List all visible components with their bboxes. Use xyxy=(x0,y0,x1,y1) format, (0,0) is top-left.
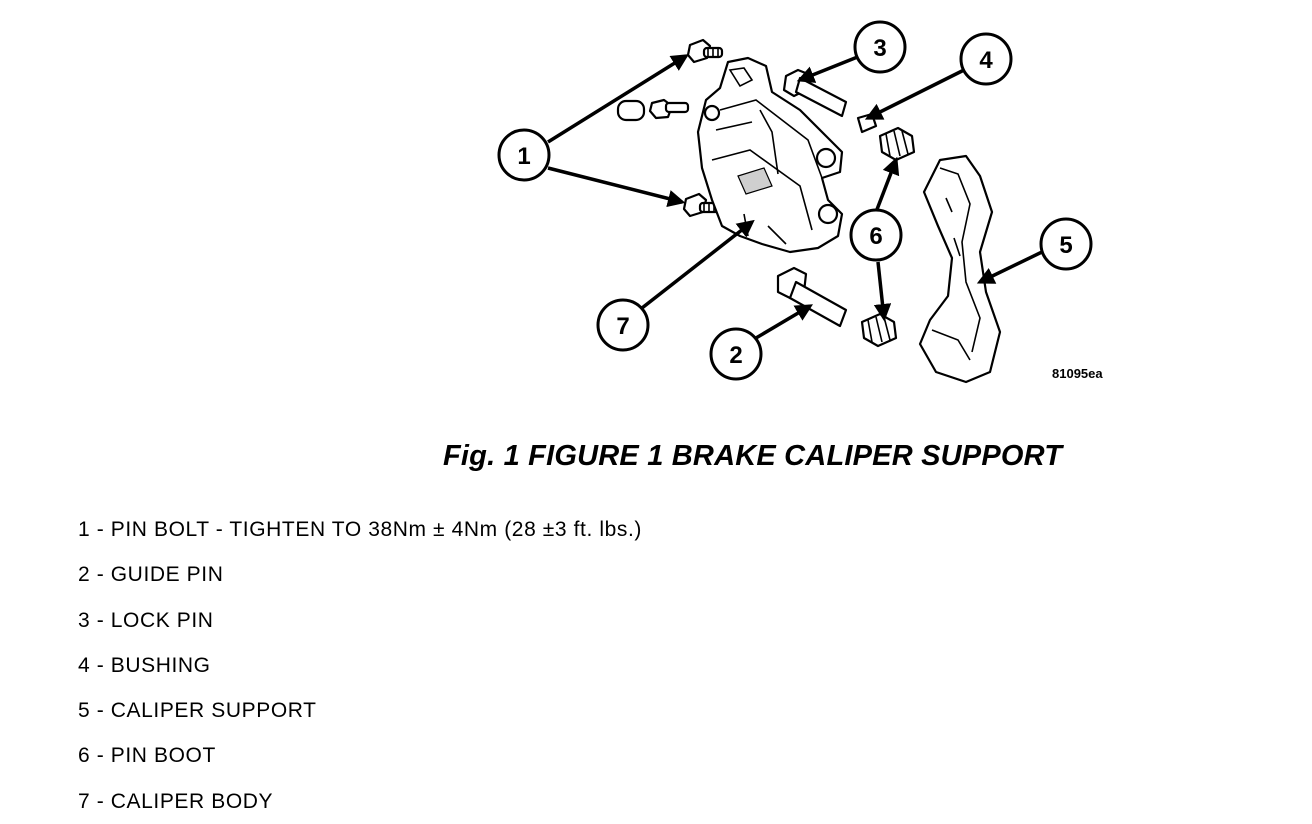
leader-lines xyxy=(547,54,1043,340)
legend-item: 3 - LOCK PIN xyxy=(78,608,214,632)
figure-caption: Fig. 1 FIGURE 1 BRAKE CALIPER SUPPORT xyxy=(443,440,1063,472)
caliper-support xyxy=(918,154,1002,384)
legend-item: 5 - CALIPER SUPPORT xyxy=(78,699,317,723)
pin-boot-upper xyxy=(878,126,916,162)
callout-5: 5 xyxy=(1039,217,1093,271)
bleeder-screw xyxy=(616,98,690,122)
legend-item: 6 - PIN BOOT xyxy=(78,744,216,768)
svg-text:4: 4 xyxy=(979,47,993,74)
callout-3: 3 xyxy=(853,20,907,74)
svg-text:2: 2 xyxy=(729,342,742,369)
callout-1: 1 xyxy=(497,128,551,182)
legend-item: 4 - BUSHING xyxy=(78,653,211,677)
figure-code: 81095ea xyxy=(1052,366,1103,381)
parts-legend: 1 - PIN BOLT - TIGHTEN TO 38Nm ± 4Nm (28… xyxy=(78,507,642,824)
svg-text:7: 7 xyxy=(616,313,629,340)
callout-4: 4 xyxy=(959,32,1013,86)
svg-text:3: 3 xyxy=(873,35,886,62)
pin-boot-lower xyxy=(860,312,898,348)
svg-text:1: 1 xyxy=(517,143,530,170)
callout-2: 2 xyxy=(709,327,763,381)
legend-item: 1 - PIN BOLT - TIGHTEN TO 38Nm ± 4Nm (28… xyxy=(78,518,643,541)
pin-bolt-upper xyxy=(686,38,724,64)
legend-item: 2 - GUIDE PIN xyxy=(78,563,224,587)
exploded-diagram: 1 2 3 4 5 6 7 xyxy=(497,20,1093,384)
legend-item: 7 - CALIPER BODY xyxy=(78,789,274,813)
svg-text:5: 5 xyxy=(1059,232,1072,259)
callout-7: 7 xyxy=(596,298,650,352)
caliper-body xyxy=(696,56,844,254)
callout-6: 6 xyxy=(849,208,903,262)
svg-text:6: 6 xyxy=(869,223,882,250)
guide-pin xyxy=(776,266,848,328)
